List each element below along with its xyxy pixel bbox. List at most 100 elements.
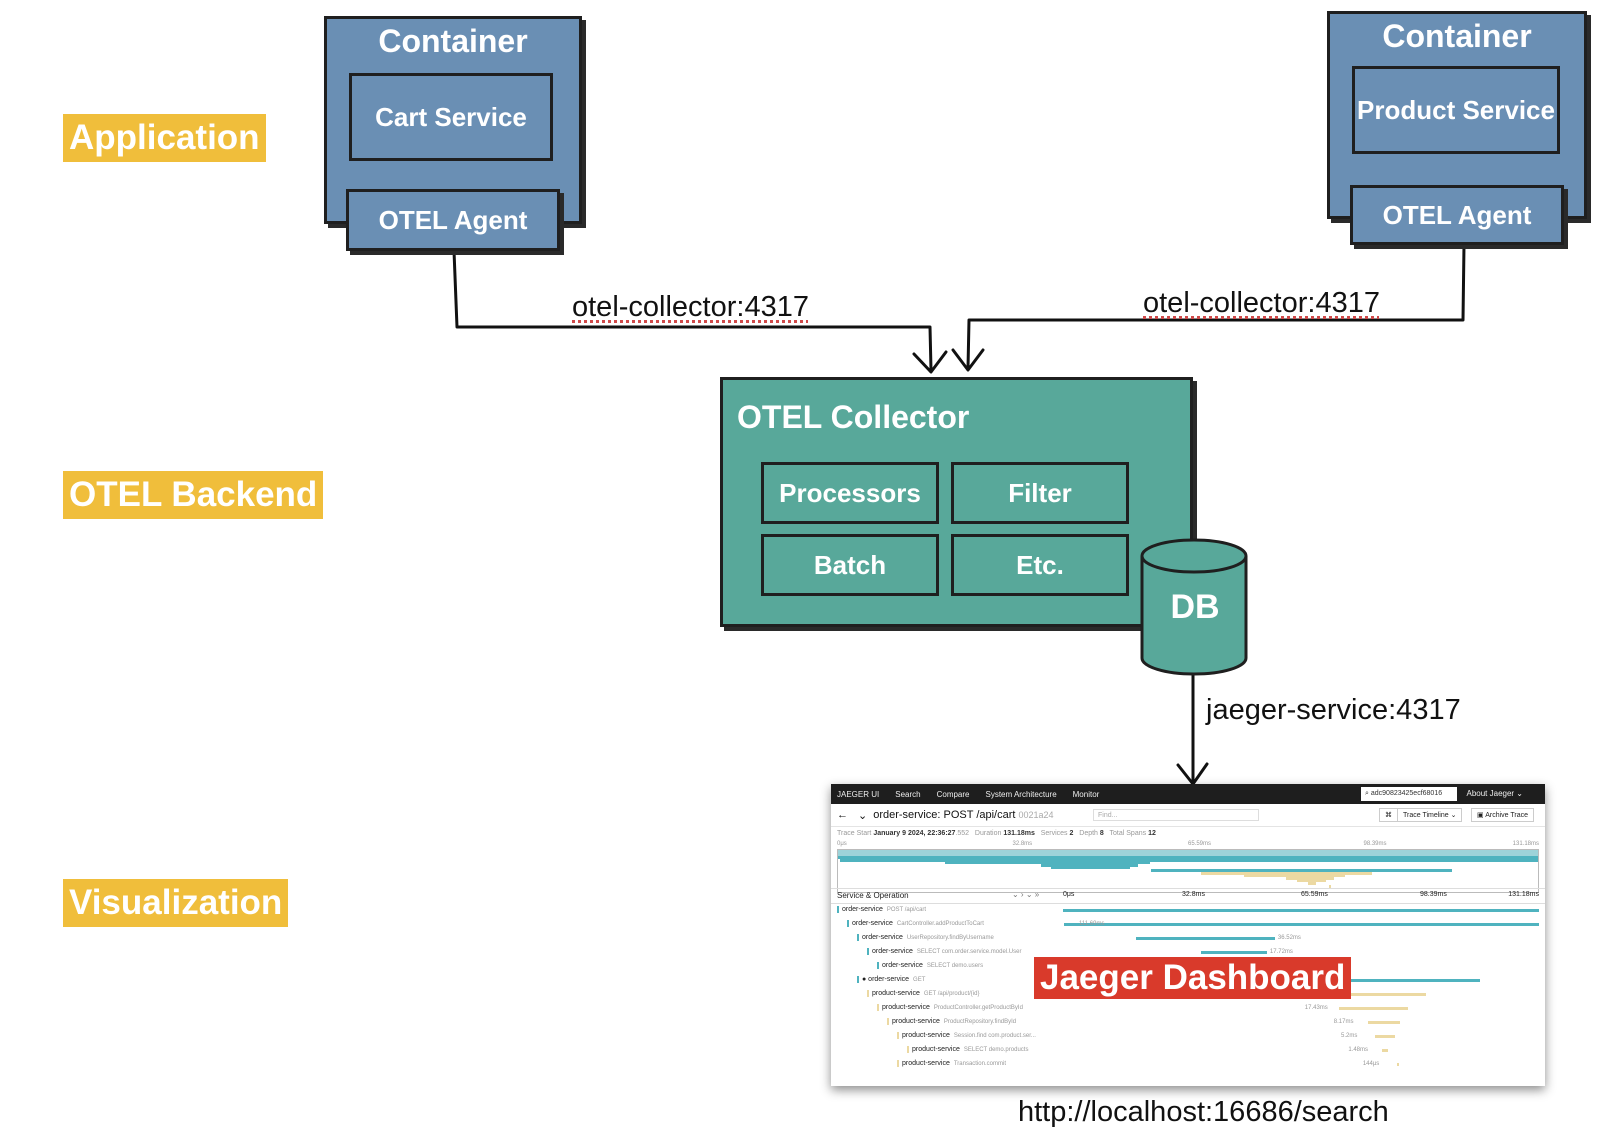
span-service-name: order-service: [842, 906, 883, 913]
jaeger-nav-architecture[interactable]: System Architecture: [985, 789, 1057, 799]
span-duration-bar: [1382, 1049, 1388, 1052]
span-duration-label: 111.69ms: [1079, 921, 1105, 927]
minimap-span-bar: [1328, 884, 1331, 888]
jaeger-trace-meta: Trace Start January 9 2024, 22:36:27.552…: [831, 827, 1545, 840]
product-container-title: Container: [1382, 18, 1532, 54]
meta-depth: 8: [1099, 830, 1104, 837]
cart-container-title: Container: [378, 23, 528, 59]
jaeger-nav-compare[interactable]: Compare: [936, 789, 970, 799]
jaeger-url: http://localhost:16686/search: [1018, 1096, 1389, 1128]
span-service-name: ● order-service: [862, 976, 910, 983]
back-arrow-icon[interactable]: ←: [837, 809, 848, 821]
span-duration-bar: [1135, 937, 1275, 940]
jaeger-minimap[interactable]: [837, 849, 1539, 893]
span-duration-bar: [1309, 993, 1426, 996]
minimap-span-bar: [838, 856, 1538, 859]
meta-duration: 131.18ms: [1003, 830, 1035, 837]
span-duration-bar: [1338, 1007, 1408, 1010]
meta-services: 2: [1069, 830, 1074, 837]
archive-icon: ▣: [1477, 812, 1486, 819]
minimap-span-bar: [944, 861, 1150, 865]
timeline-tick-label: 32.8ms: [1182, 891, 1205, 898]
minimap-span-bar: [1051, 866, 1131, 870]
span-service-name: product-service: [912, 1046, 960, 1053]
search-icon: ⌕: [1365, 790, 1371, 797]
cart-otel-agent-box: OTEL Agent: [346, 189, 560, 251]
span-operation-name: UserRepository.findByUsername: [906, 935, 994, 941]
span-duration-bar: [1063, 909, 1539, 912]
minimap-span-bar: [1200, 871, 1372, 875]
span-duration-label: 36.52ms: [1277, 935, 1301, 941]
minimap-tick-label: 131.18ms: [1512, 841, 1539, 847]
span-service-name: order-service: [862, 934, 903, 941]
span-duration-bar: [1375, 1035, 1395, 1038]
otel-collector-title: OTEL Collector: [737, 399, 970, 435]
jaeger-find-input[interactable]: Find...: [1093, 809, 1259, 821]
span-duration-bar: [1367, 1021, 1401, 1024]
jaeger-about-menu[interactable]: About Jaeger ⌄: [1466, 789, 1523, 798]
span-operation-name: SELECT demo.products: [963, 1047, 1029, 1053]
jaeger-trace-id: 0021a24: [1018, 810, 1054, 820]
jaeger-nav-search[interactable]: Search: [895, 789, 921, 799]
minimap-span-bar: [1296, 879, 1327, 883]
span-duration-bar: [1200, 951, 1267, 954]
span-duration-bar: [1396, 1063, 1399, 1066]
jaeger-trace-title: order-service: POST /api/cart: [873, 809, 1016, 821]
connection-label-right: otel-collector:4317: [1143, 287, 1380, 319]
jaeger-archive-button[interactable]: ▣ Archive Trace: [1471, 808, 1534, 822]
jaeger-view-select[interactable]: Trace Timeline ⌄: [1397, 808, 1463, 822]
minimap-span-bar: [1150, 869, 1452, 872]
product-otel-agent-box: OTEL Agent: [1350, 185, 1564, 245]
meta-depth-label: Depth: [1079, 830, 1098, 837]
span-duration-label: 17.72ms: [1269, 949, 1293, 955]
product-container: Container Product Service: [1327, 11, 1587, 219]
layer-label-otel-backend: OTEL Backend: [63, 471, 324, 520]
arrowhead-right: [951, 348, 985, 372]
keyboard-shortcut-icon[interactable]: ⌘: [1379, 808, 1398, 822]
jaeger-nav-monitor[interactable]: Monitor: [1072, 789, 1100, 799]
span-operation-name: SELECT demo.users: [926, 963, 984, 969]
minimap-tick-label: 32.8ms: [1012, 841, 1033, 847]
meta-services-label: Services: [1040, 830, 1068, 837]
db-label: DB: [1170, 588, 1220, 626]
jaeger-trace-search-input[interactable]: ⌕ adc90823425ecf68016: [1361, 787, 1457, 801]
jaeger-trace-header: ← ⌄ order-service: POST /api/cart 0021a2…: [831, 804, 1545, 827]
span-service-name: order-service: [852, 920, 893, 927]
timeline-tick-label: 65.59ms: [1301, 891, 1328, 898]
span-service-name: product-service: [902, 1032, 950, 1039]
span-duration-label: 5.2ms: [1341, 1033, 1358, 1039]
jaeger-archive-label: Archive Trace: [1485, 812, 1528, 819]
collapse-controls-icon[interactable]: ⌄ › ⌄ »: [1012, 890, 1040, 899]
connection-label-left: otel-collector:4317: [572, 291, 809, 323]
span-operation-name: SELECT com.order.service.model.User: [916, 949, 1022, 955]
connector-cart-to-collector: [452, 249, 933, 372]
arrowhead-left: [912, 350, 948, 374]
jaeger-screenshot: JAEGER UI Search Compare System Architec…: [831, 784, 1545, 1086]
span-service-name: product-service: [902, 1060, 950, 1067]
jaeger-nav-logo[interactable]: JAEGER UI: [837, 789, 880, 799]
span-operation-name: ProductController.getProductById: [933, 1005, 1023, 1011]
chevron-down-icon[interactable]: ⌄: [858, 809, 868, 822]
collector-cell-etc: Etc.: [951, 534, 1129, 596]
minimap-span-bar: [1286, 876, 1335, 880]
